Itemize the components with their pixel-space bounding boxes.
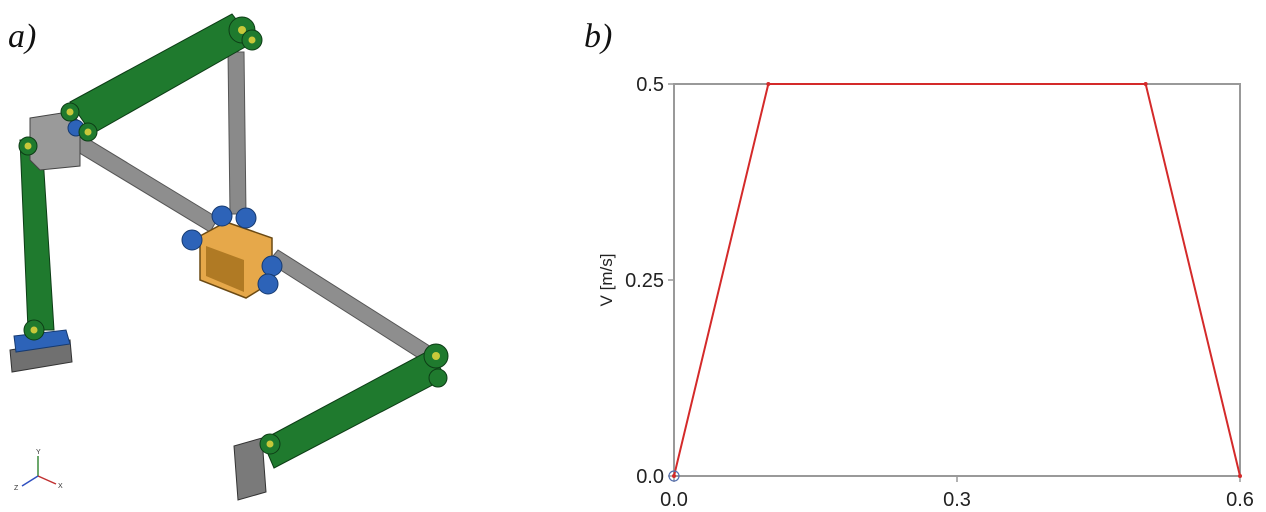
link-bottom-right: [261, 349, 447, 469]
vertical-rod: [227, 51, 247, 215]
y-tick-label: 0.25: [625, 270, 664, 292]
x-tick-label: 0.3: [943, 489, 971, 510]
series-point: [1143, 82, 1148, 86]
y-axis-label: V [m/s]: [597, 254, 616, 307]
slider-block-face: [206, 246, 244, 292]
triad-x-label: X: [58, 483, 63, 490]
link-top: [69, 13, 255, 135]
y-axis-ticks: 0.0 0.25 0.5: [625, 74, 674, 488]
triad-y-label: Y: [36, 449, 41, 456]
mechanism-illustration: Y X Z: [9, 13, 449, 501]
joint-blue-3: [235, 207, 257, 229]
panel-a-label: a): [8, 18, 37, 55]
velocity-series-line: [673, 83, 1241, 477]
beam-upper: [57, 127, 219, 233]
y-tick-label: 0.0: [636, 466, 664, 488]
triad-z-label: Z: [14, 485, 19, 492]
joint-blue-1: [181, 229, 203, 251]
coordinate-triad-icon: Y X Z: [14, 449, 63, 492]
joint-blue-4: [261, 255, 283, 277]
series-point: [1238, 474, 1242, 478]
joint-blue-2: [211, 205, 233, 227]
origin-marker: [668, 470, 680, 482]
plot-frame: [673, 83, 1241, 477]
series-point: [766, 82, 771, 86]
y-tick-label: 0.5: [636, 74, 664, 96]
joint-blue-5: [257, 273, 279, 295]
x-tick-label: 0.0: [660, 489, 688, 510]
beam-lower: [267, 249, 437, 365]
x-tick-label: 0.6: [1226, 489, 1254, 510]
velocity-chart: 0.0 0.25 0.5 0.0 0.3 0.6 V [m/s]: [597, 74, 1254, 510]
series-points: [668, 82, 1242, 482]
panel-b-label: b): [584, 18, 613, 55]
pin-right-2: [428, 368, 448, 388]
series-point: [672, 474, 676, 478]
housing-bottom-right: [233, 437, 267, 501]
x-axis-ticks: 0.0 0.3 0.6: [660, 476, 1254, 510]
